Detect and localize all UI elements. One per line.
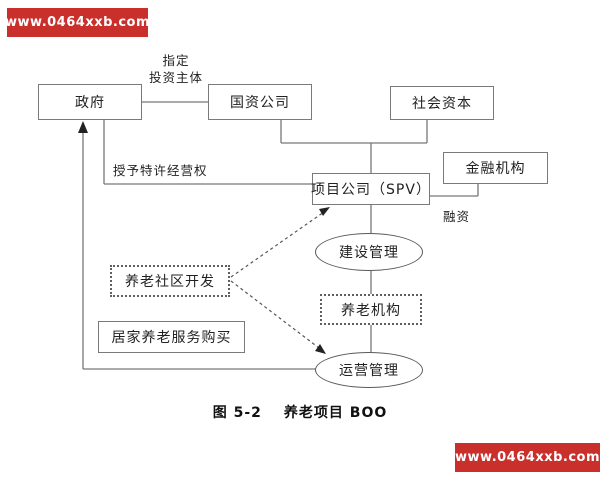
node-project-company-spv: 项目公司（SPV） (311, 173, 430, 205)
node-home-care-purchase: 居家养老服务购买 (98, 321, 245, 353)
watermark-banner-top: www.0464xxb.com (5, 8, 150, 37)
edge-community-to-spv (230, 211, 325, 278)
node-construction-management: 建设管理 (315, 233, 423, 271)
label-financing: 融资 (443, 209, 471, 224)
node-operation-management: 运营管理 (315, 352, 423, 388)
label-designate-line2: 投资主体 (148, 70, 203, 85)
node-financial-institution: 金融机构 (443, 152, 548, 184)
figure-number: 图 5-2 (212, 405, 262, 421)
arrowhead-to-spv (319, 207, 330, 216)
edge-community-to-operation (230, 280, 320, 349)
arrowhead-to-operation (315, 344, 326, 354)
arrowhead-into-government (78, 121, 88, 133)
label-designate-line1: 指定 (162, 53, 190, 68)
node-social-capital: 社会资本 (390, 86, 494, 120)
node-government: 政府 (38, 84, 142, 120)
node-community-development: 养老社区开发 (110, 265, 230, 297)
figure-title: 养老项目 BOO (283, 405, 388, 421)
node-state-owned-company: 国资公司 (208, 84, 312, 120)
label-grant-franchise: 授予特许经营权 (113, 163, 208, 178)
label-designate-investor: 指定 投资主体 (140, 52, 212, 86)
figure-caption: 图 5-2 养老项目 BOO (150, 402, 450, 422)
node-elderly-institution: 养老机构 (320, 294, 422, 325)
watermark-banner-bottom: www.0464xxb.com (455, 443, 600, 472)
